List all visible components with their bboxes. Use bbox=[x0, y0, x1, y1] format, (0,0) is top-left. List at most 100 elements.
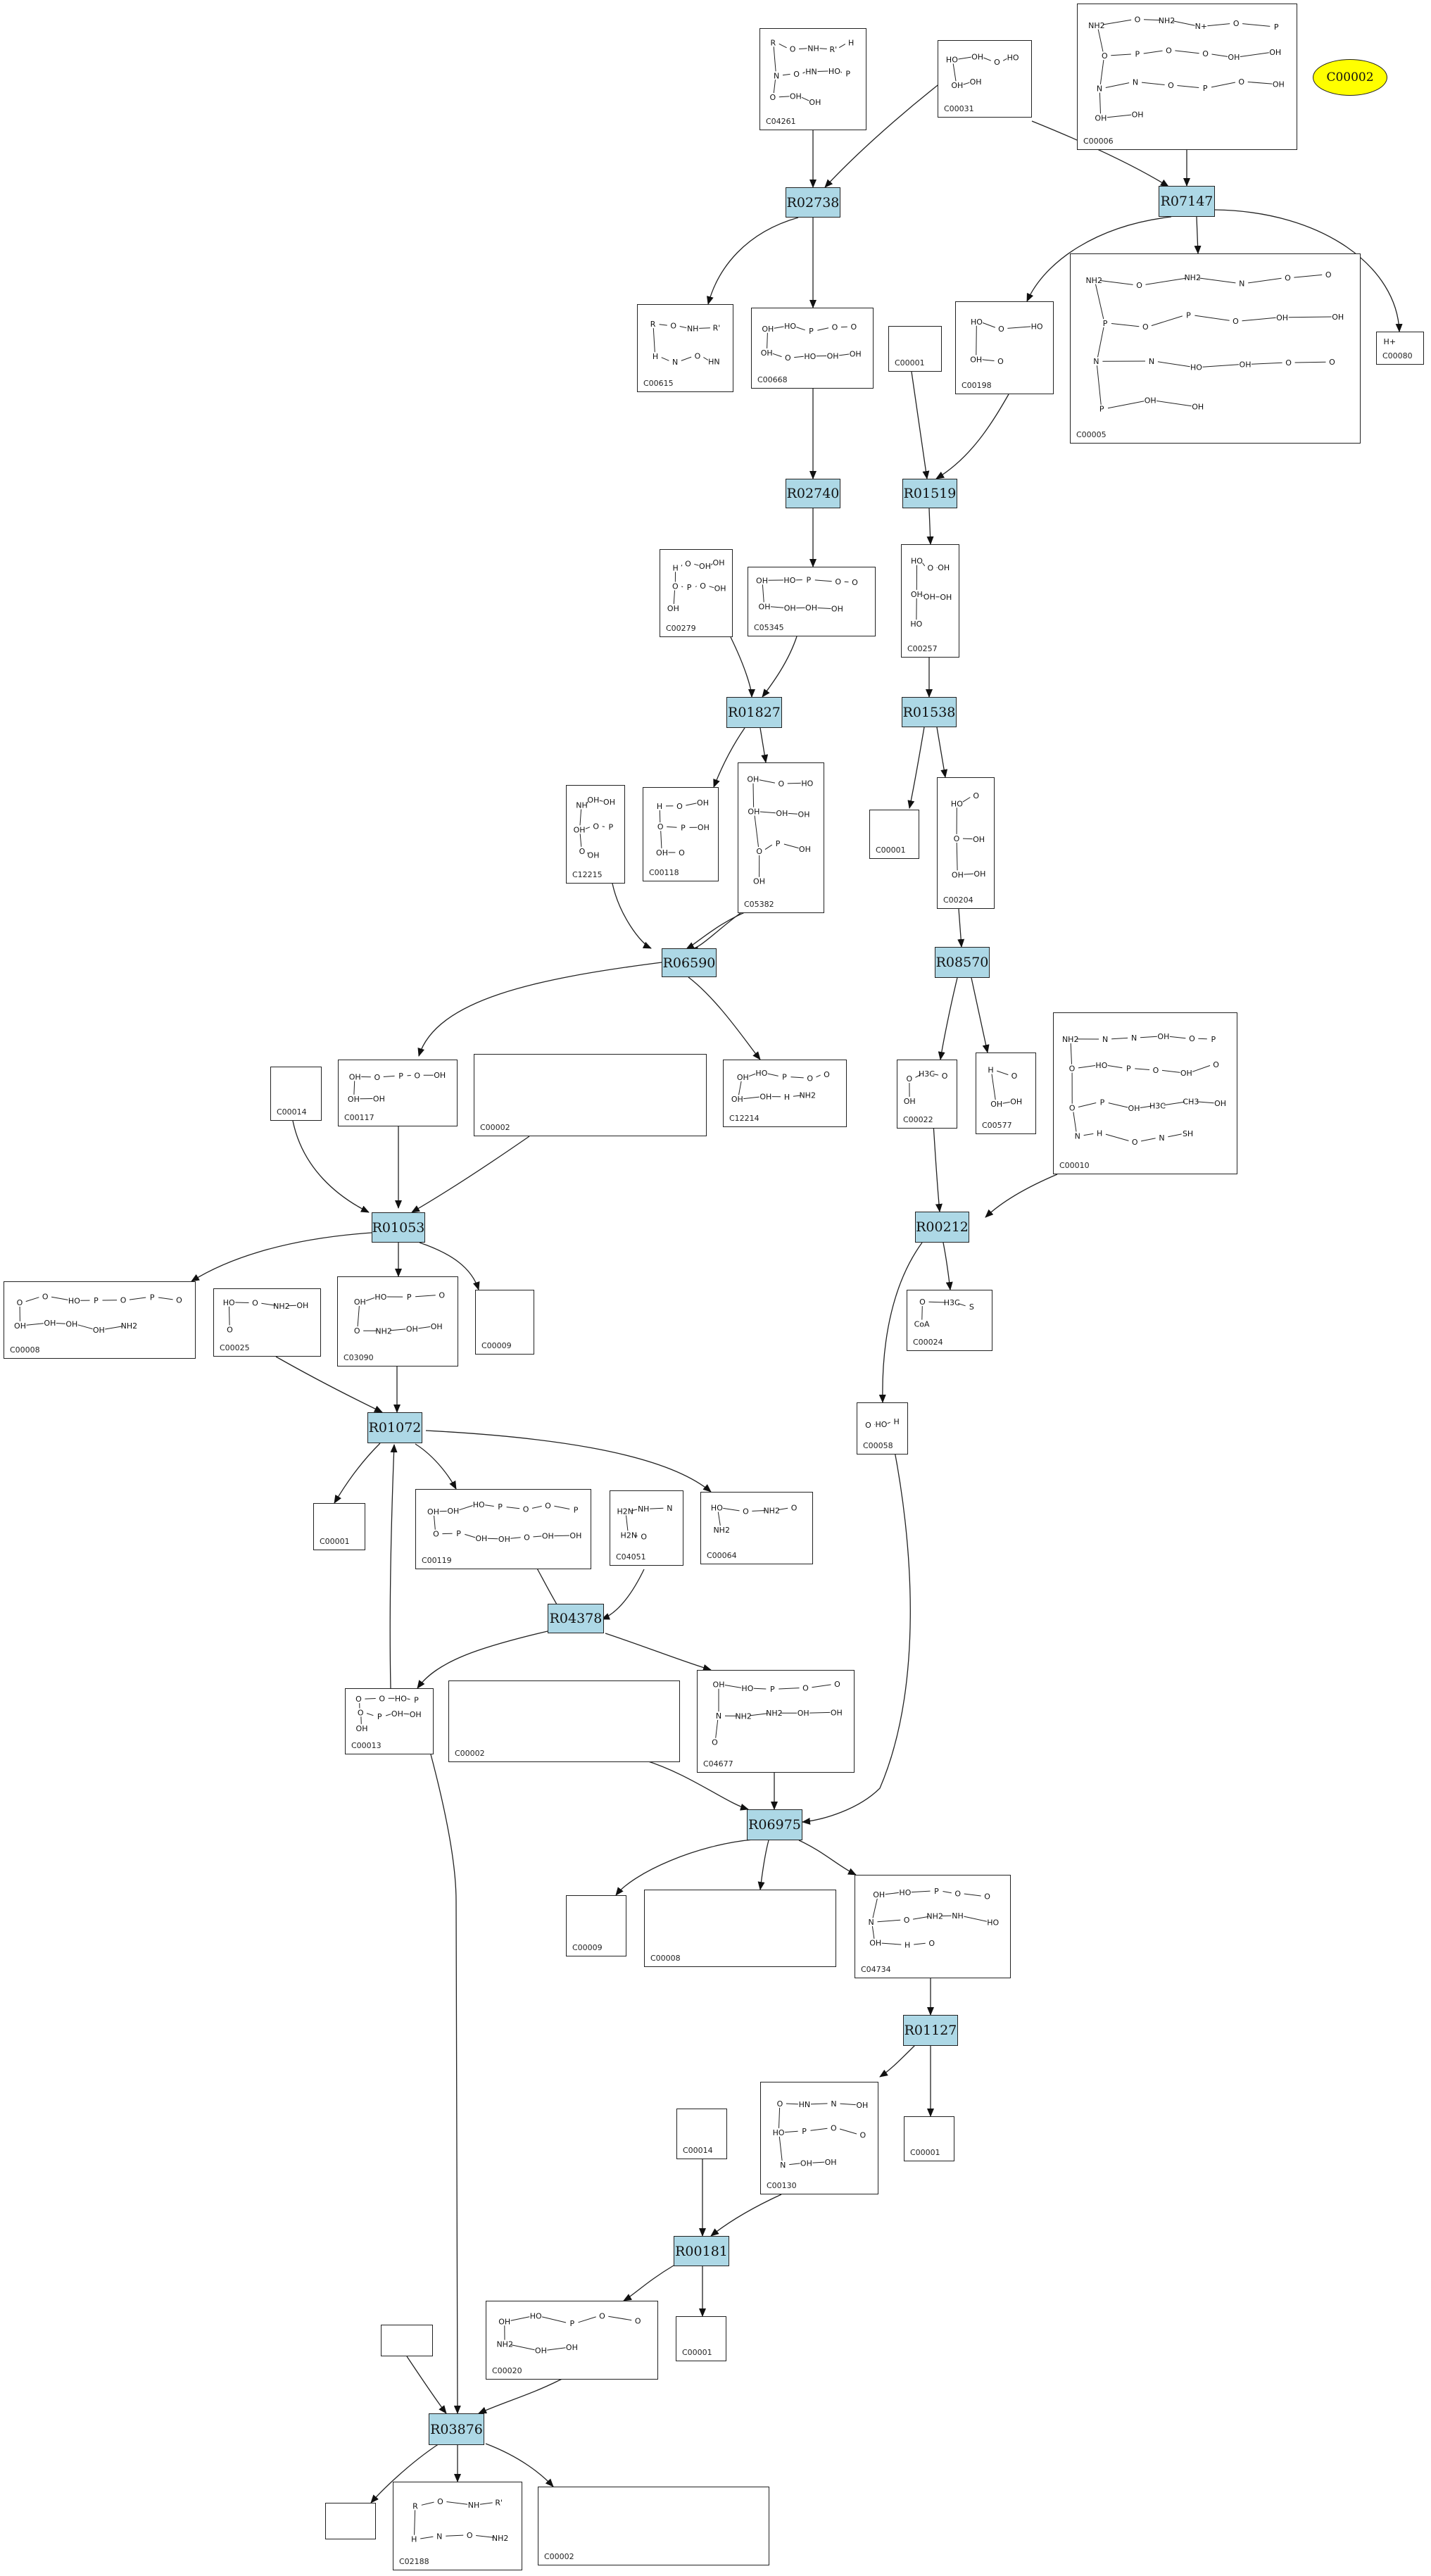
edge bbox=[478, 2375, 569, 2414]
atom-label: P bbox=[498, 1502, 503, 1512]
compound-node-blank[interactable] bbox=[381, 2325, 433, 2356]
reaction-node-r03876[interactable]: R03876 bbox=[429, 2413, 484, 2445]
atom-label: O bbox=[524, 1533, 530, 1542]
reaction-node-r00181[interactable]: R00181 bbox=[674, 2236, 729, 2266]
atom-label: OH bbox=[753, 877, 765, 886]
reaction-node-r01827[interactable]: R01827 bbox=[726, 697, 782, 728]
atom-label: O bbox=[433, 1530, 439, 1539]
atom-label: N bbox=[868, 1918, 874, 1927]
compound-node-c00080[interactable]: H+ C00080 bbox=[1376, 332, 1424, 365]
compound-node-c00001[interactable]: C00001 bbox=[869, 810, 919, 859]
reaction-node-r02738[interactable]: R02738 bbox=[786, 187, 840, 218]
atom-label: N bbox=[1239, 279, 1244, 289]
compound-node-c00002[interactable]: C00002 bbox=[474, 1054, 707, 1136]
atom-label: O bbox=[1285, 274, 1291, 283]
compound-node-c00001[interactable]: C00001 bbox=[904, 2116, 954, 2161]
compound-node-c00001[interactable]: C00001 bbox=[888, 326, 942, 372]
structure-c00001 bbox=[314, 1504, 365, 1534]
atom-label: O bbox=[1153, 1066, 1159, 1075]
atom-label: HO bbox=[374, 1293, 386, 1302]
reaction-node-r00212[interactable]: R00212 bbox=[915, 1212, 969, 1243]
atom-label: OH bbox=[831, 605, 843, 614]
compound-node-blank[interactable] bbox=[325, 2503, 376, 2539]
compound-node-c00014[interactable]: C00014 bbox=[270, 1067, 322, 1121]
compound-node-c00009[interactable]: C00009 bbox=[475, 1290, 534, 1355]
compound-node-c00001[interactable]: C00001 bbox=[313, 1503, 365, 1550]
edge bbox=[1214, 209, 1403, 332]
reaction-node-r06590[interactable]: R06590 bbox=[662, 948, 717, 977]
atom-label: P bbox=[782, 1072, 787, 1081]
reaction-node-r01127[interactable]: R01127 bbox=[903, 2015, 958, 2046]
compound-node-c00008[interactable]: C00008 bbox=[644, 1890, 836, 1967]
reaction-node-r02740[interactable]: R02740 bbox=[786, 479, 840, 508]
atom-label: OH bbox=[14, 1321, 26, 1331]
reaction-node-r01519[interactable]: R01519 bbox=[902, 479, 957, 508]
compound-node-c00014[interactable]: C00014 bbox=[676, 2109, 727, 2159]
atom-label: O bbox=[523, 1504, 529, 1514]
compound-node-c00001[interactable]: C00001 bbox=[676, 2316, 726, 2361]
atom-label: O bbox=[358, 1708, 364, 1717]
reaction-node-r08570[interactable]: R08570 bbox=[935, 947, 990, 978]
reaction-node-r04378[interactable]: R04378 bbox=[548, 1604, 604, 1633]
atom-label: P bbox=[150, 1293, 155, 1302]
edge bbox=[615, 1839, 754, 1896]
compound-node-c00009[interactable]: C00009 bbox=[566, 1895, 626, 1956]
compound-node-c00002[interactable]: C00002 bbox=[448, 1680, 680, 1762]
reaction-node-r07147[interactable]: R07147 bbox=[1159, 186, 1215, 217]
atom-label: O bbox=[824, 1070, 830, 1079]
edge bbox=[911, 371, 930, 479]
atom-label: O bbox=[973, 791, 979, 800]
reaction-node-r06975[interactable]: R06975 bbox=[747, 1809, 802, 1840]
atom-label: HO bbox=[773, 2128, 785, 2137]
reaction-node-r01538[interactable]: R01538 bbox=[902, 697, 957, 727]
compound-node-c00002[interactable]: C00002 bbox=[538, 2487, 769, 2565]
compound-id-label: C00001 bbox=[876, 846, 906, 855]
edge bbox=[802, 1433, 911, 1825]
reaction-node-r01072[interactable]: R01072 bbox=[367, 1412, 422, 1443]
reaction-node-r01053[interactable]: R01053 bbox=[372, 1212, 425, 1243]
edge bbox=[713, 727, 745, 788]
